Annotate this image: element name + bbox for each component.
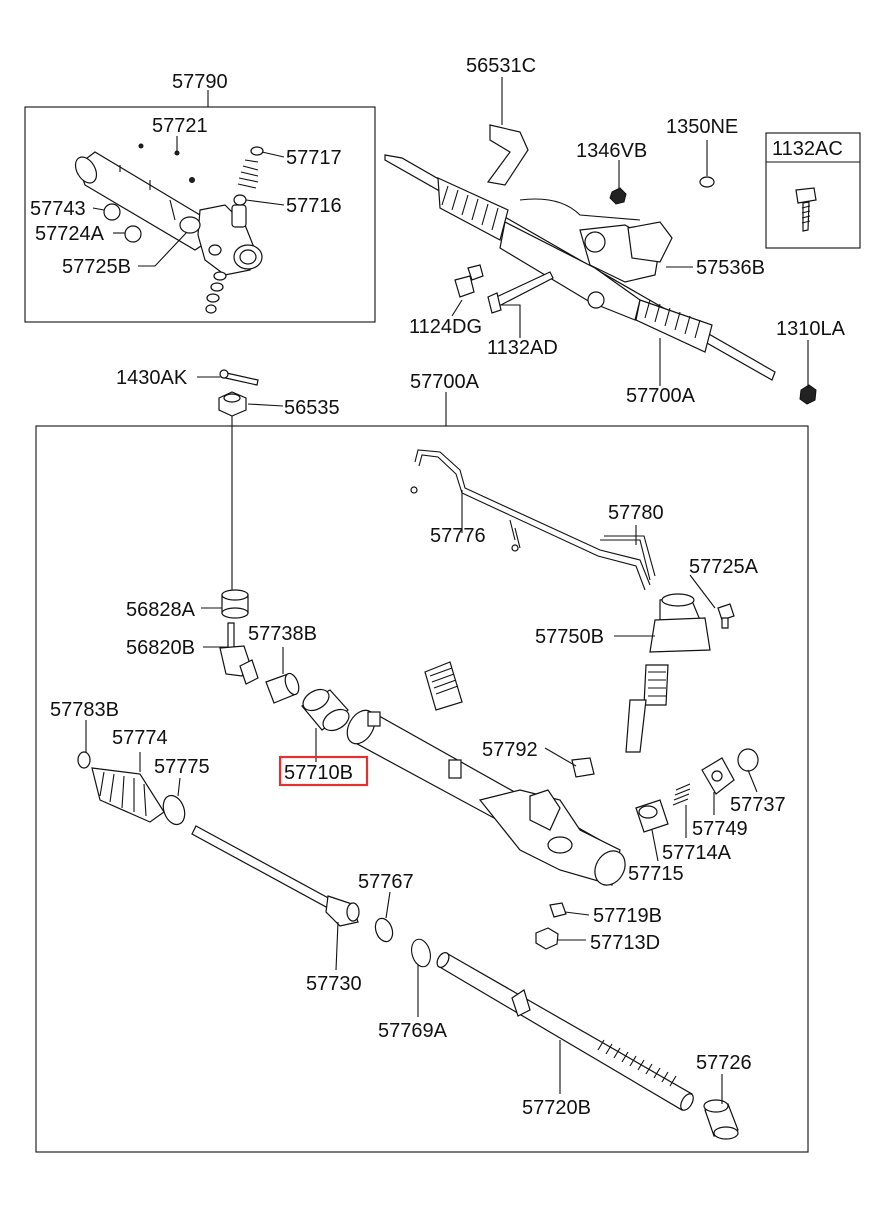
plug-57719B-drawing — [549, 902, 567, 918]
label-57715[interactable]: 57715 — [628, 863, 684, 885]
pin-1430AK-drawing — [219, 369, 259, 386]
label-1124DG[interactable]: 1124DG — [409, 316, 482, 338]
label-56820B[interactable]: 56820B — [126, 637, 195, 659]
label-57767[interactable]: 57767 — [358, 871, 414, 893]
subassembly-frame-57790 — [24, 106, 376, 323]
label-57726[interactable]: 57726 — [696, 1052, 752, 1074]
main-assembly-frame — [35, 425, 809, 1153]
part-labels: 57790 57721 57717 57716 57743 57724A 577… — [30, 55, 846, 1119]
rack-bar-57720B-drawing — [436, 952, 694, 1111]
boot-57774-drawing — [91, 767, 165, 823]
seal-57738B-drawing — [265, 672, 300, 704]
label-57730[interactable]: 57730 — [306, 973, 362, 995]
leader-lines — [85, 77, 809, 1104]
label-57783B[interactable]: 57783B — [50, 699, 119, 721]
label-57776[interactable]: 57776 — [430, 525, 486, 547]
nut-56535-drawing — [218, 391, 247, 590]
label-1310LA[interactable]: 1310LA — [776, 318, 846, 340]
plate-57749-drawing — [701, 757, 735, 795]
spring-57714A-drawing — [672, 783, 691, 806]
label-1350NE[interactable]: 1350NE — [666, 116, 738, 138]
nut-57713D-drawing — [535, 927, 559, 950]
fastener-box-1132AC — [765, 132, 861, 249]
label-1346VB[interactable]: 1346VB — [576, 140, 647, 162]
label-57738B[interactable]: 57738B — [248, 623, 317, 645]
label-56828A[interactable]: 56828A — [126, 599, 196, 621]
label-57725B[interactable]: 57725B — [62, 256, 131, 278]
cover-plate-drawing — [424, 661, 463, 711]
label-57790[interactable]: 57790 — [172, 71, 228, 93]
pinion-shaft-drawing — [625, 664, 669, 753]
label-57717[interactable]: 57717 — [286, 147, 342, 169]
label-57769A[interactable]: 57769A — [378, 1020, 448, 1042]
label-57743[interactable]: 57743 — [30, 198, 86, 220]
label-57750B[interactable]: 57750B — [535, 626, 604, 648]
label-57775[interactable]: 57775 — [154, 756, 210, 778]
label-57713D[interactable]: 57713D — [590, 932, 660, 954]
bolt-1124DG-drawing — [454, 264, 484, 298]
label-57780[interactable]: 57780 — [608, 502, 664, 524]
label-57792[interactable]: 57792 — [482, 739, 538, 761]
label-57714A[interactable]: 57714A — [662, 842, 732, 864]
snap-ring-57769A-drawing — [411, 938, 431, 968]
assembled-rack-drawing — [384, 124, 817, 405]
valve-body-57750B-drawing — [649, 593, 711, 653]
dust-seal-57792-drawing — [571, 757, 595, 778]
bolt-57725A-drawing — [717, 603, 735, 629]
label-57700A-box[interactable]: 57700A — [410, 371, 480, 393]
label-57749[interactable]: 57749 — [692, 818, 748, 840]
bushing-57726-drawing — [703, 1099, 739, 1140]
cap-57737-drawing — [737, 748, 759, 772]
label-57710B[interactable]: 57710B — [284, 762, 353, 784]
label-1430AK[interactable]: 1430AK — [116, 367, 188, 389]
valve-housing-drawing — [74, 143, 264, 314]
label-1132AD[interactable]: 1132AD — [487, 337, 558, 359]
tie-rod-end-56820B-drawing — [219, 622, 259, 685]
label-56535[interactable]: 56535 — [284, 397, 340, 419]
label-57716[interactable]: 57716 — [286, 195, 342, 217]
label-57724A[interactable]: 57724A — [35, 223, 105, 245]
label-57536B[interactable]: 57536B — [696, 257, 765, 279]
bolt-1132AC-drawing — [795, 187, 817, 232]
bushing-56828A-drawing — [221, 589, 249, 619]
yoke-57715-drawing — [635, 799, 669, 833]
bushing-57710B-drawing — [301, 688, 350, 732]
lock-57767-drawing — [374, 917, 394, 943]
clamp-57775-drawing — [162, 794, 186, 826]
rack-housing-drawing — [346, 709, 626, 886]
clip-57783B-drawing — [77, 751, 91, 769]
label-57721[interactable]: 57721 — [152, 115, 208, 137]
label-57719B[interactable]: 57719B — [593, 905, 662, 927]
label-57725A[interactable]: 57725A — [689, 556, 759, 578]
inner-tie-rod-57730-drawing — [191, 825, 360, 927]
label-56531C[interactable]: 56531C — [466, 55, 536, 77]
label-57774[interactable]: 57774 — [112, 727, 168, 749]
pressure-tubes-drawing — [410, 449, 656, 591]
label-1132AC[interactable]: 1132AC — [772, 138, 843, 160]
label-57720B[interactable]: 57720B — [522, 1097, 591, 1119]
bolt-1132AD-drawing — [487, 271, 554, 314]
label-57700A-top[interactable]: 57700A — [626, 385, 696, 407]
label-57737[interactable]: 57737 — [730, 794, 786, 816]
highlight-box-57710B — [278, 755, 369, 787]
